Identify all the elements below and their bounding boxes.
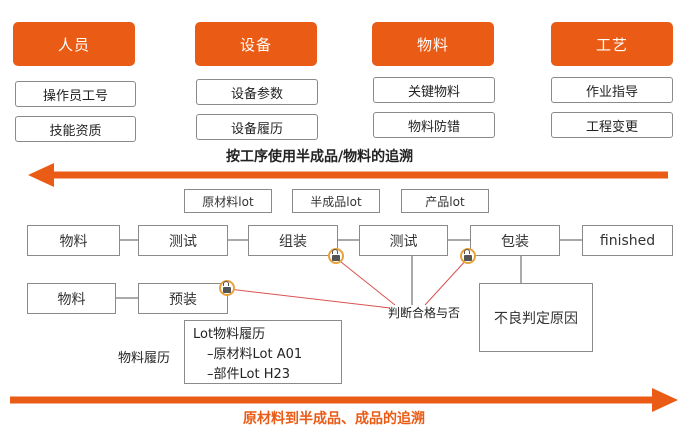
item-equipment-history: 设备履历 — [196, 114, 318, 140]
step-packaging: 包装 — [470, 225, 560, 256]
lot-history-line: –部件Lot H23 — [207, 367, 291, 382]
lot-history-box: Lot物料履历 –原材料Lot A01 –部件Lot H23 — [184, 320, 342, 384]
category-process: 工艺 — [551, 22, 673, 66]
step-material: 物料 — [27, 225, 120, 256]
forward-trace-label: 原材料到半成品、成品的追溯 — [243, 411, 425, 427]
lot-history-line: –原材料Lot A01 — [207, 347, 303, 362]
lock-icon — [328, 248, 344, 264]
item-work-instruction: 作业指导 — [551, 77, 673, 103]
lot-history-title: Lot物料履历 — [193, 327, 266, 342]
judge-link — [335, 257, 396, 306]
category-equipment: 设备 — [195, 22, 317, 66]
item-material-errorproof: 物料防错 — [373, 112, 495, 138]
lot-product: 产品lot — [401, 189, 489, 213]
item-engineering-change: 工程变更 — [551, 112, 673, 138]
item-skill-qualification: 技能资质 — [15, 116, 136, 142]
backward-trace-label: 按工序使用半成品/物料的追溯 — [226, 149, 414, 165]
lock-icon — [460, 248, 476, 264]
forward-arrow-head — [652, 388, 678, 412]
substep-material: 物料 — [27, 283, 116, 314]
history-label: 物料履历 — [118, 351, 171, 366]
substep-preassembly: 预装 — [138, 283, 228, 314]
defect-reason-box: 不良判定原因 — [479, 283, 593, 352]
item-key-material: 关键物料 — [373, 77, 495, 103]
step-finished: finished — [582, 225, 673, 256]
step-test-1: 测试 — [138, 225, 228, 256]
judge-link — [424, 257, 469, 306]
lot-semi-finished: 半成品lot — [292, 189, 380, 213]
category-material: 物料 — [372, 22, 494, 66]
item-equipment-params: 设备参数 — [196, 79, 318, 105]
judge-label: 判断合格与否 — [388, 306, 461, 320]
item-operator-id: 操作员工号 — [15, 81, 136, 107]
judge-link — [228, 288, 391, 309]
step-assembly: 组装 — [248, 225, 338, 256]
step-test-2: 测试 — [359, 225, 448, 256]
lock-icon — [219, 280, 235, 296]
category-personnel: 人员 — [13, 22, 135, 66]
backward-arrow-head — [28, 163, 54, 187]
lot-raw-material: 原材料lot — [184, 189, 272, 213]
